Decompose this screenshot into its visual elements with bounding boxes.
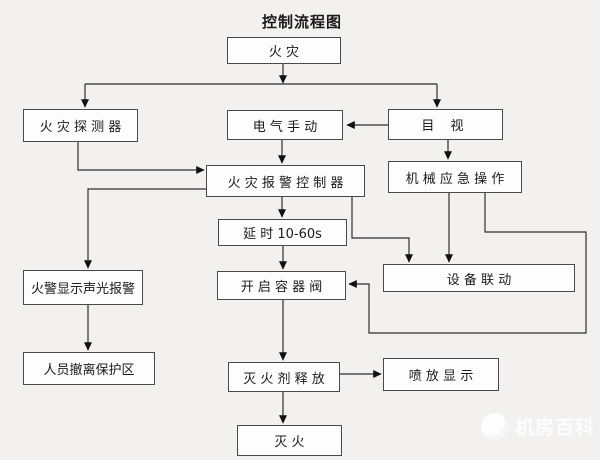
node-fire: 火 灾 — [227, 37, 341, 64]
connector-controller-alarmdisplay — [84, 188, 206, 269]
node-open-valve: 开 启 容 器 阀 — [217, 271, 346, 300]
node-agent-release-label: 灭 火 剂 释 放 — [243, 371, 325, 387]
node-visual: 目 视 — [388, 109, 503, 140]
node-equipment-linkage: 设 备 联 动 — [383, 264, 575, 292]
node-evacuate: 人员撤离保护区 — [23, 352, 155, 385]
node-spray-display-label: 喷 放 显 示 — [408, 369, 474, 384]
node-mechanical-emergency: 机 械 应 急 操 作 — [388, 161, 522, 193]
circle-logo-icon — [481, 413, 508, 440]
node-alarm-display-label: 火警显示声光报警 — [30, 282, 135, 297]
node-mechanical-emergency-label: 机 械 应 急 操 作 — [405, 171, 505, 187]
node-extinguish: 灭 火 — [237, 425, 342, 456]
node-evacuate-label: 人员撤离保护区 — [43, 363, 135, 378]
node-electric-manual: 电 气 手 动 — [227, 110, 343, 140]
node-fire-detector-label: 火 灾 探 测 器 — [39, 120, 122, 135]
node-fire-label: 火 灾 — [268, 45, 300, 60]
node-spray-display: 喷 放 显 示 — [383, 358, 499, 391]
watermark: 机房百科 — [481, 413, 595, 440]
node-extinguish-label: 灭 火 — [274, 435, 305, 450]
node-open-valve-label: 开 启 容 器 阀 — [240, 280, 323, 295]
node-delay: 延 时 10-60s — [218, 219, 347, 246]
connector-mechanical-valve — [348, 193, 587, 334]
watermark-text: 机房百科 — [515, 417, 596, 439]
node-alarm-controller: 火 灾 报 警 控 制 器 — [206, 165, 365, 197]
node-visual-label: 目 视 — [421, 119, 470, 134]
node-fire-detector: 火 灾 探 测 器 — [23, 109, 138, 142]
connector-controller-linkage — [351, 197, 413, 263]
node-agent-release: 灭 火 剂 释 放 — [228, 362, 340, 392]
node-electric-manual-label: 电 气 手 动 — [252, 119, 318, 135]
node-equipment-linkage-label: 设 备 联 动 — [446, 272, 512, 288]
connector-detector-controller — [77, 142, 205, 174]
node-delay-label: 延 时 10-60s — [243, 227, 322, 242]
page-title: 控制流程图 — [261, 13, 342, 31]
node-alarm-display: 火警显示声光报警 — [23, 270, 143, 305]
node-alarm-controller-label: 火 灾 报 警 控 制 器 — [227, 175, 344, 191]
